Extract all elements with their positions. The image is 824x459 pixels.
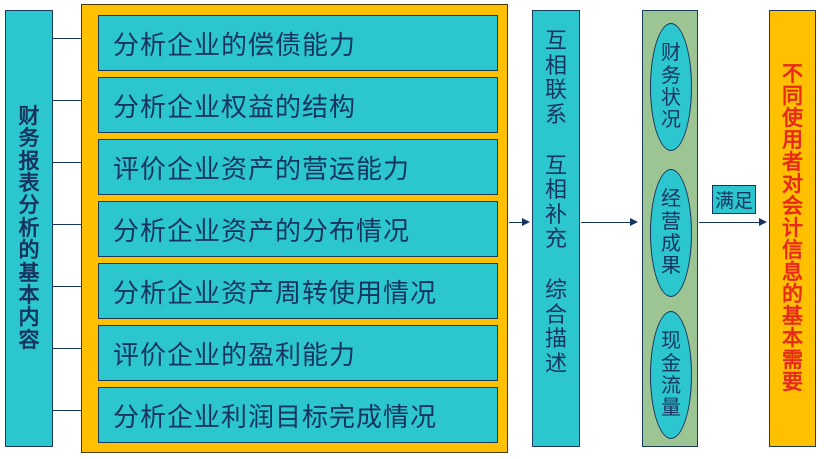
title-char: 析 (18, 215, 40, 240)
outcome-char: 务 (661, 64, 681, 87)
outcome-char: 流 (661, 375, 681, 397)
need-column-text: 不 同 使 用 者 对 会 计 信 息 的 基 本 需 要 (770, 11, 815, 446)
need-column: 不 同 使 用 者 对 会 计 信 息 的 基 本 需 要 (769, 10, 816, 447)
list-item-label: 分析企业的偿债能力 (113, 30, 357, 60)
connector-line-6 (53, 348, 93, 349)
title-char: 表 (18, 170, 40, 195)
need-char: 不 (782, 61, 803, 86)
relation-char: 系 (544, 101, 567, 127)
relation-char: 补 (544, 201, 567, 227)
outcome-char: 成 (661, 233, 681, 255)
outcome-column: 财 务 状 况 经 营 成 果 现 金 流 量 (642, 10, 698, 447)
need-char: 同 (782, 83, 803, 108)
list-item[interactable]: 分析企业资产周转使用情况 (98, 263, 498, 319)
need-char: 本 (782, 325, 803, 350)
need-char: 者 (782, 149, 803, 174)
list-item[interactable]: 评价企业资产的营运能力 (98, 139, 498, 195)
title-char: 分 (18, 193, 40, 218)
outcome-char: 量 (661, 397, 681, 420)
title-char: 财 (18, 103, 40, 128)
outcome-char: 财 (661, 42, 681, 65)
outcome-oval[interactable]: 经 营 成 果 (650, 169, 692, 297)
need-char: 的 (782, 281, 803, 306)
need-char: 需 (782, 347, 803, 372)
need-char: 基 (782, 303, 803, 328)
list-item[interactable]: 分析企业资产的分布情况 (98, 201, 498, 257)
relation-char: 充 (544, 226, 567, 252)
title-char: 基 (18, 260, 40, 285)
relation-group-3: 综 合 描 述 (544, 277, 567, 377)
title-char: 报 (18, 148, 40, 173)
analysis-items-panel: 分析企业的偿债能力 分析企业权益的结构 评价企业资产的营运能力 分析企业资产的分… (81, 4, 508, 453)
relation-char: 述 (544, 350, 567, 376)
connector-line-5 (53, 286, 93, 287)
outcome-char: 状 (661, 87, 681, 109)
outcome-char: 现 (661, 330, 681, 353)
relation-char: 描 (544, 326, 567, 352)
outcome-char: 经 (661, 188, 681, 211)
relation-char: 合 (544, 301, 567, 327)
list-item[interactable]: 评价企业的盈利能力 (98, 325, 498, 381)
satisfy-label: 满足 (712, 185, 756, 214)
relation-char: 相 (544, 52, 567, 78)
connector-line-4 (53, 224, 93, 225)
list-item[interactable]: 分析企业利润目标完成情况 (98, 387, 498, 443)
connector-line-7 (53, 410, 93, 411)
relation-column: 互 相 联 系 互 相 补 充 综 合 描 述 (532, 10, 580, 447)
title-char: 内 (18, 305, 40, 330)
need-char: 信 (782, 237, 803, 262)
list-item-label: 分析企业资产周转使用情况 (113, 278, 438, 308)
title-column-text: 财 务 报 表 分 析 的 基 本 内 容 (6, 11, 52, 446)
need-char: 息 (782, 259, 803, 284)
need-char: 用 (782, 127, 803, 152)
outcome-char: 金 (661, 352, 681, 375)
relation-char: 相 (544, 177, 567, 203)
need-char: 计 (782, 215, 803, 240)
outcome-char: 果 (661, 255, 681, 278)
title-char: 容 (18, 327, 40, 352)
connector-line-1 (53, 38, 93, 39)
need-char: 会 (782, 193, 803, 218)
list-item-label: 评价企业的盈利能力 (113, 340, 357, 370)
list-item-label: 分析企业利润目标完成情况 (113, 402, 438, 432)
outcome-oval[interactable]: 现 金 流 量 (650, 311, 692, 439)
list-item-label: 分析企业资产的分布情况 (113, 216, 411, 246)
list-item-label: 评价企业资产的营运能力 (113, 154, 411, 184)
title-char: 务 (18, 126, 40, 151)
title-char: 本 (18, 283, 40, 308)
outcome-char: 况 (661, 109, 681, 132)
connector-line-relation-to-outcome (581, 222, 633, 223)
relation-group-2: 互 相 补 充 (544, 152, 567, 253)
need-char: 对 (782, 171, 803, 196)
title-char: 的 (18, 238, 40, 263)
relation-char: 互 (544, 152, 567, 178)
relation-group-1: 互 相 联 系 (544, 28, 567, 128)
outcome-oval[interactable]: 财 务 状 况 (650, 23, 692, 151)
relation-char: 联 (544, 77, 567, 103)
list-item-label: 分析企业权益的结构 (113, 92, 357, 122)
list-item[interactable]: 分析企业权益的结构 (98, 77, 498, 133)
connector-line-2 (53, 100, 93, 101)
title-column: 财 务 报 表 分 析 的 基 本 内 容 (5, 10, 53, 447)
list-item[interactable]: 分析企业的偿债能力 (98, 15, 498, 71)
relation-char: 综 (544, 277, 567, 302)
need-char: 使 (782, 105, 803, 130)
connector-arrowhead-list-to-relation (522, 218, 530, 226)
connector-line-outcome-to-need (699, 222, 761, 223)
connector-arrowhead-outcome-to-need (759, 218, 767, 226)
connector-arrowhead-relation-to-outcome (630, 218, 638, 226)
relation-char: 互 (544, 28, 567, 53)
connector-line-list-to-relation (509, 222, 525, 223)
outcome-char: 营 (661, 210, 681, 233)
need-char: 要 (782, 369, 803, 394)
satisfy-label-text: 满足 (714, 191, 753, 212)
connector-line-3 (53, 162, 93, 163)
